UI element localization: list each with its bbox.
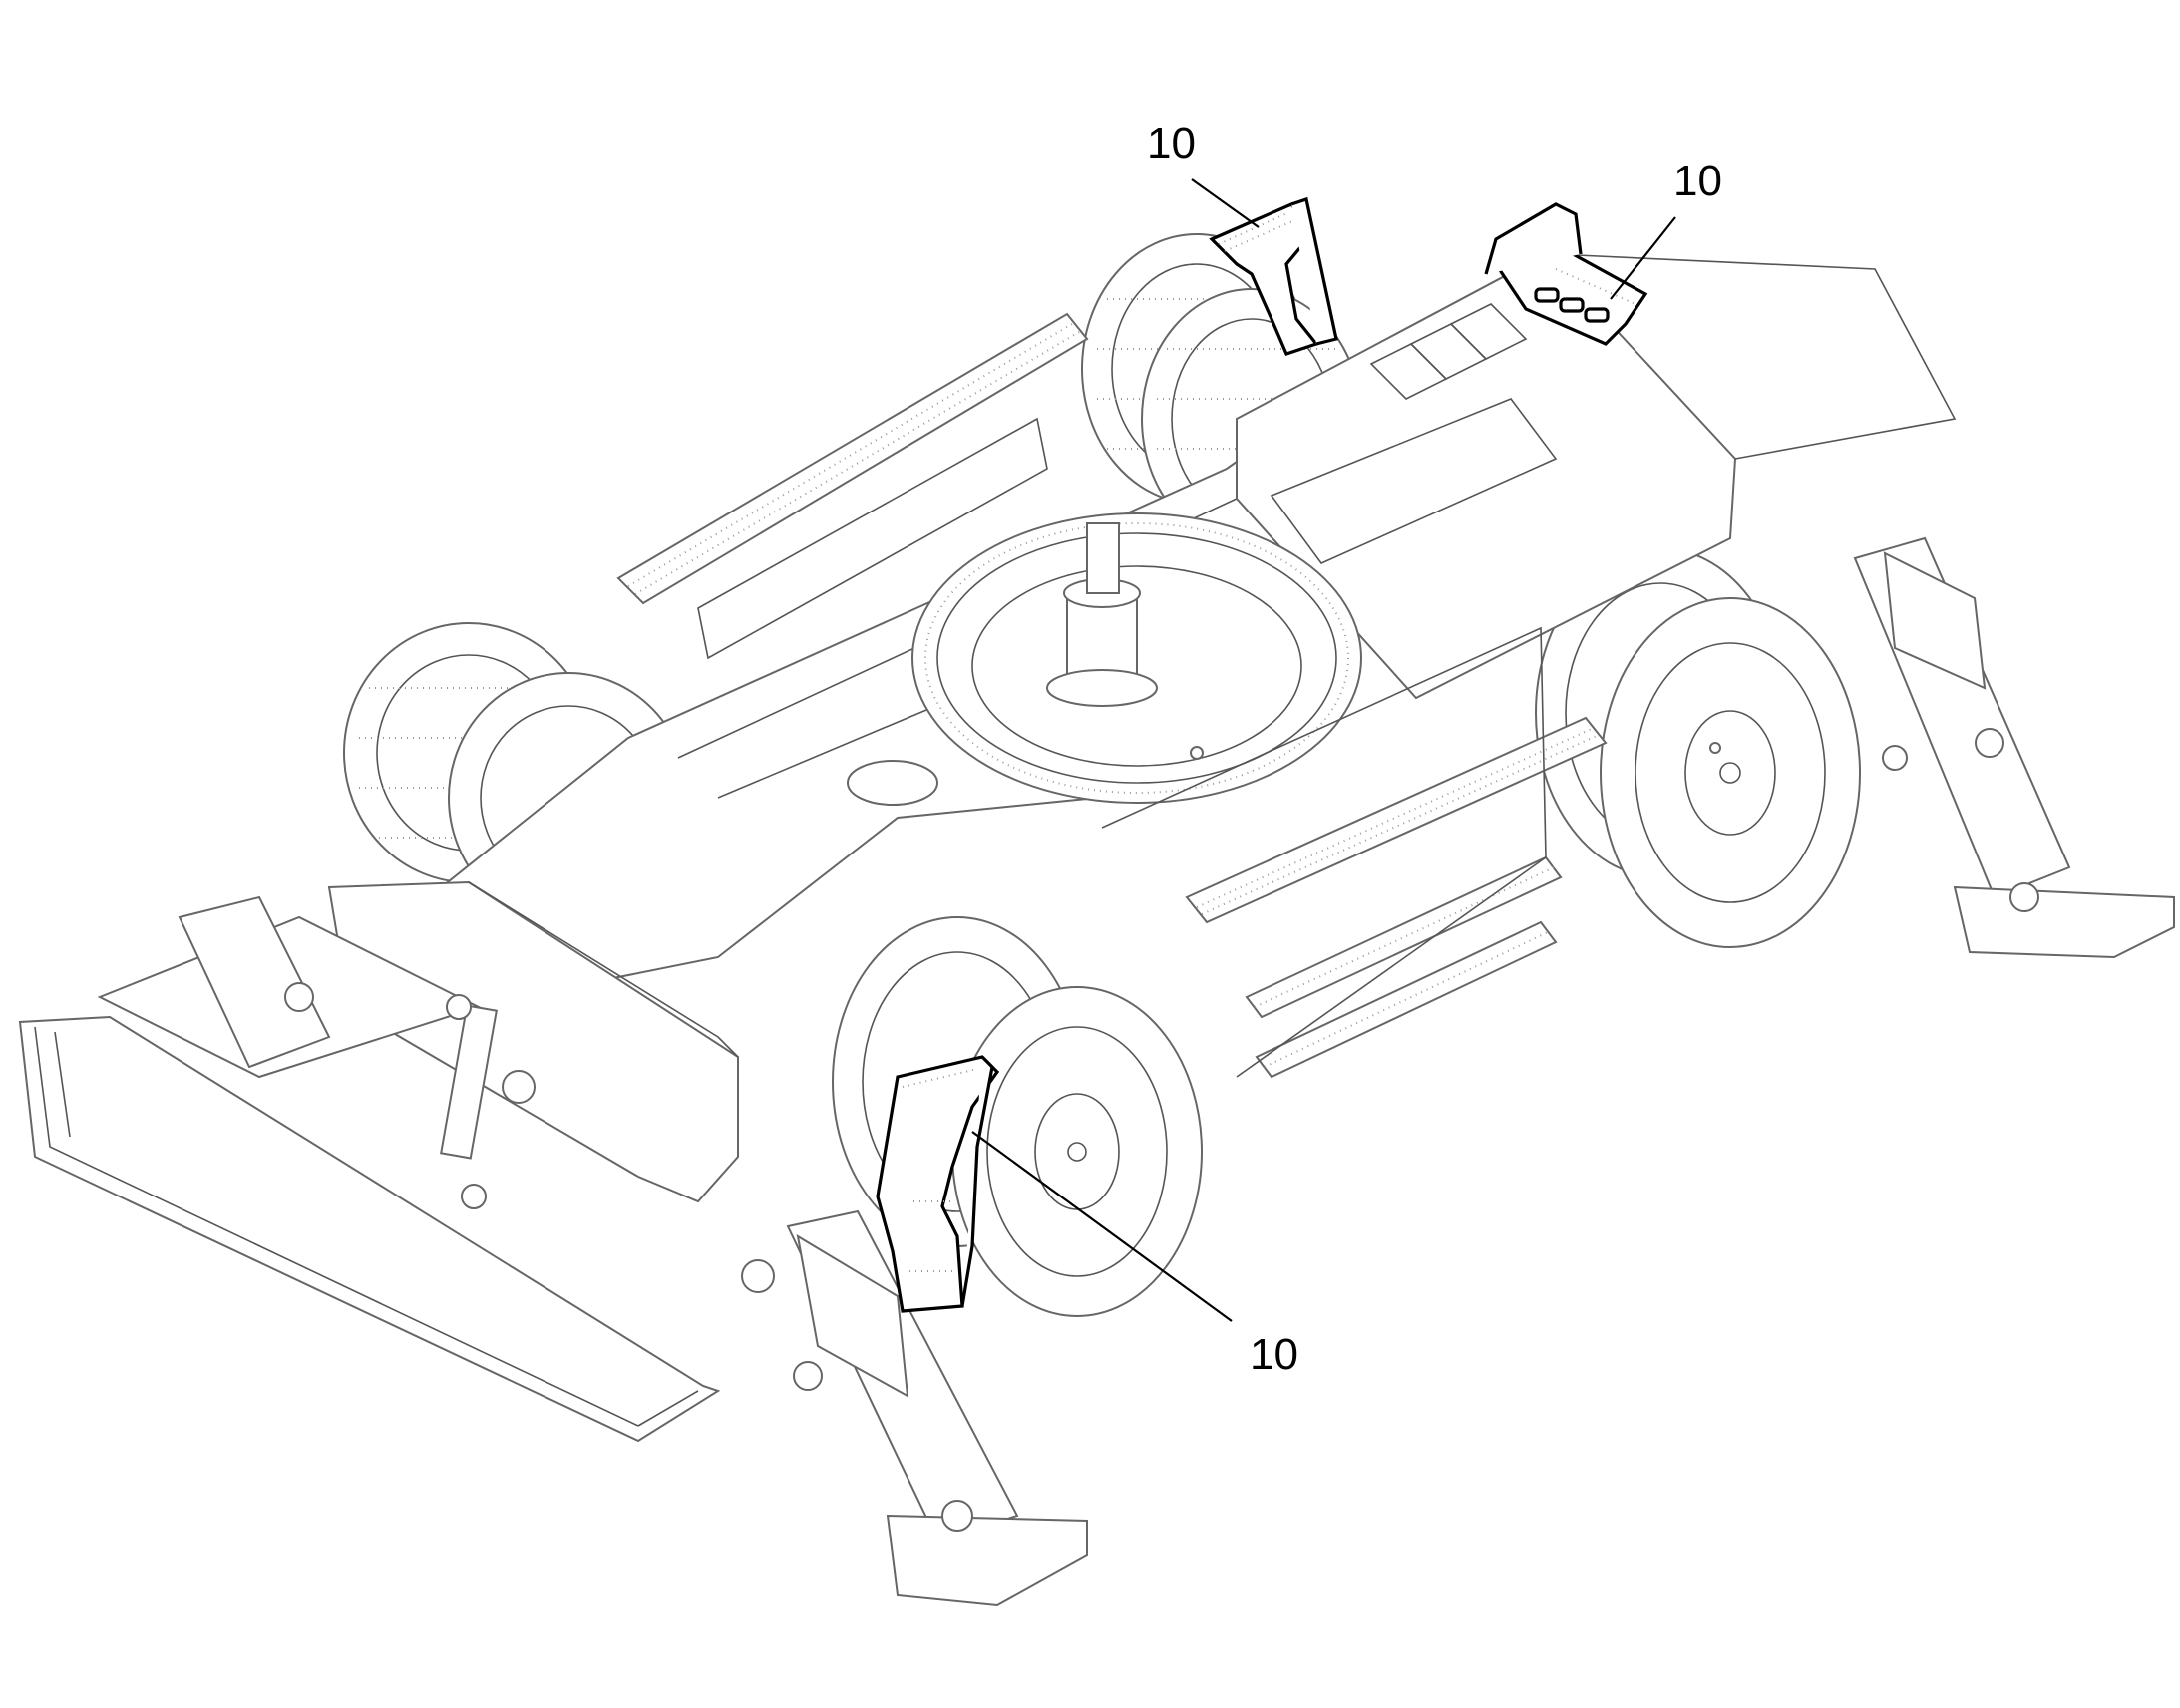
pin-details: [284, 728, 2004, 1391]
cover-plates: [1369, 303, 1528, 400]
outrigger-rear-right: [1853, 536, 2175, 959]
leader-line-rear-right: [1610, 216, 1676, 300]
callout-label-front: 10: [1250, 1330, 1298, 1379]
right-walkway: [1185, 716, 1608, 924]
callout-label-rear-left: 10: [1147, 119, 1196, 168]
hydraulic-cylinder: [440, 994, 498, 1209]
dozer-blade: [18, 1015, 721, 1443]
step-rear-right: [1484, 202, 1648, 346]
rotary-joint: [1046, 522, 1158, 707]
front-body: [327, 880, 739, 1203]
callout-label-rear-right: 10: [1673, 157, 1722, 205]
tire-right-rear-inner: [1600, 597, 1861, 948]
step-rear-left: [1209, 196, 1338, 356]
left-walkway: [616, 312, 1089, 605]
frame-cutout: [847, 760, 938, 806]
leader-line-front: [971, 1131, 1233, 1322]
step-front: [876, 1055, 1000, 1313]
leader-line-rear-left: [1191, 178, 1260, 228]
outrigger-front: [786, 1209, 1088, 1607]
tire-right-front-inner: [951, 986, 1203, 1317]
